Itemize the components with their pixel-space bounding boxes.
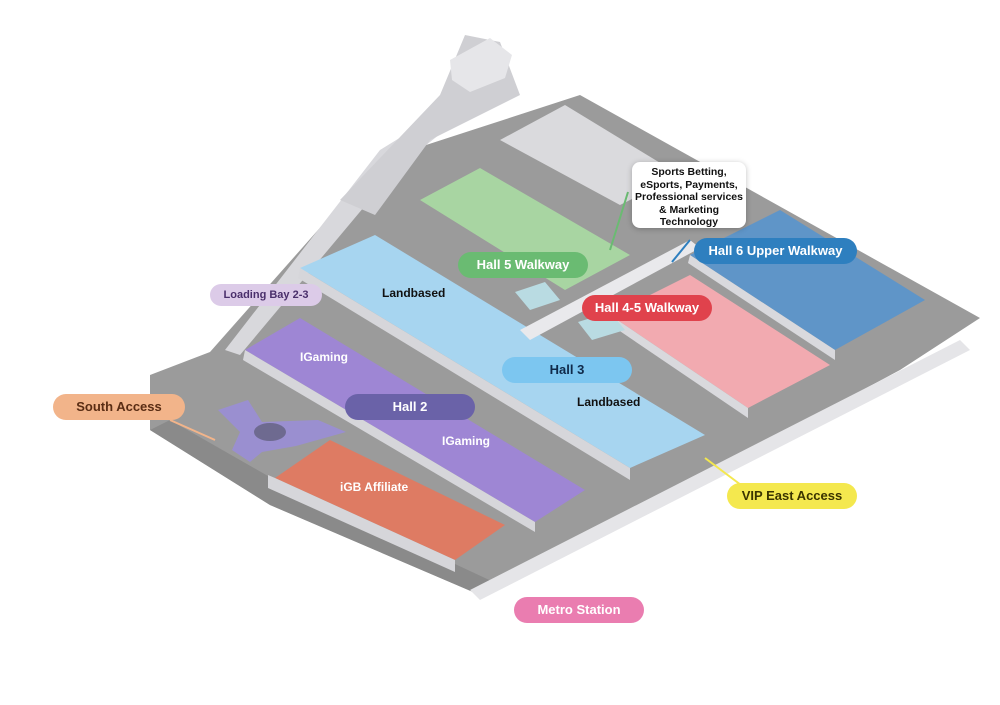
- hall45-walkway-label[interactable]: Hall 4-5 Walkway: [582, 295, 712, 321]
- metro-station-label[interactable]: Metro Station: [514, 597, 644, 623]
- hall-label-igb-affiliate: iGB Affiliate: [340, 480, 409, 494]
- south-access-roundel: [254, 423, 286, 441]
- hall2-floor: [245, 318, 585, 522]
- affiliate-floor: [275, 440, 505, 560]
- hall5-walkway-label[interactable]: Hall 5 Walkway: [458, 252, 588, 278]
- vip-east-access-label[interactable]: VIP East Access: [727, 483, 857, 509]
- loading-bay-label[interactable]: Loading Bay 2-3: [210, 284, 322, 306]
- connector-south: [169, 419, 216, 441]
- hall45-wall: [608, 315, 748, 418]
- hall3-label[interactable]: Hall 3: [502, 357, 632, 383]
- sector-callout: Sports Betting, eSports, Payments, Profe…: [632, 162, 746, 228]
- hall6-wall: [688, 255, 835, 360]
- south-access-label[interactable]: South Access: [53, 394, 185, 420]
- connector-callout: [609, 191, 629, 251]
- hall2-wall: [243, 350, 535, 532]
- hall-label-igaming-upper: IGaming: [300, 350, 349, 364]
- hall2-label[interactable]: Hall 2: [345, 394, 475, 420]
- top-tower: [450, 38, 512, 92]
- hall6-upper-walkway-label[interactable]: Hall 6 Upper Walkway: [694, 238, 857, 264]
- hall-label-landbased-lower: Landbased: [577, 395, 641, 409]
- walkway-glass: [515, 282, 560, 310]
- hall3-floor: [300, 235, 705, 468]
- hall-label-landbased-upper: Landbased: [382, 286, 446, 300]
- hall-label-igaming-lower: IGaming: [442, 434, 491, 448]
- connector-hall6: [671, 239, 691, 263]
- hall3-wall: [298, 268, 630, 480]
- central-walkway: [520, 240, 700, 340]
- affiliate-wall: [268, 475, 455, 572]
